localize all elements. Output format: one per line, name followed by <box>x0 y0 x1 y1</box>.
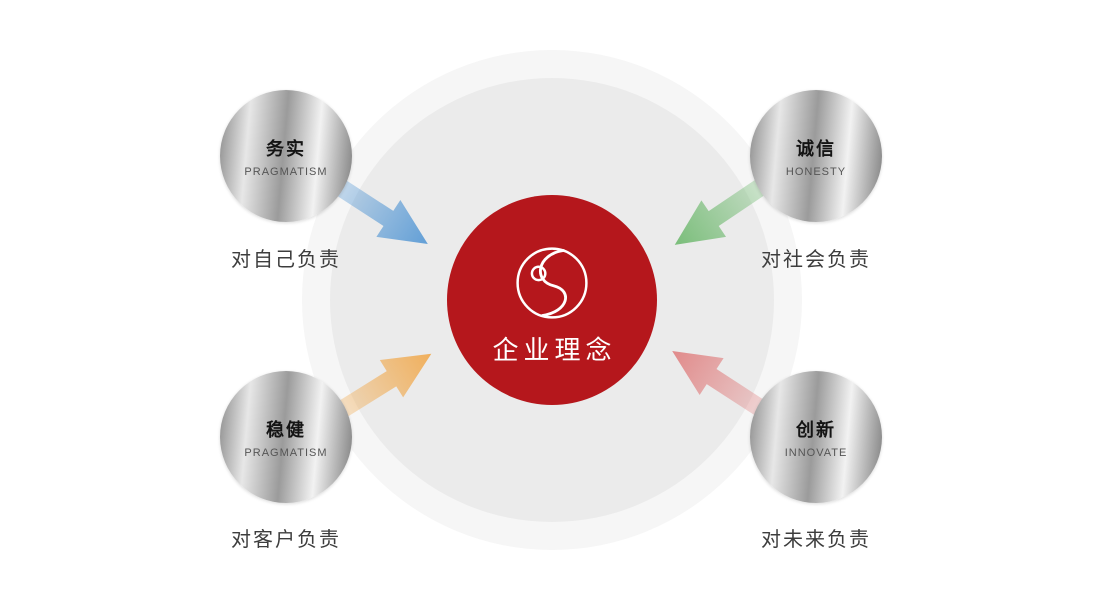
node-title-en: PRAGMATISM <box>244 165 328 178</box>
node-label-bottom-left: 对客户负责 <box>231 529 341 551</box>
center-title: 企业理念 <box>492 334 617 365</box>
node-circle-bottom-right: 创新 INNOVATE <box>750 371 882 503</box>
node-title-cn: 务实 <box>266 138 306 159</box>
node-title-cn: 稳健 <box>266 419 306 440</box>
node-circle-top-right: 诚信 HONESTY <box>750 90 882 222</box>
arrow-top-left-icon <box>324 172 428 245</box>
node-circle-top-left: 务实 PRAGMATISM <box>220 90 352 222</box>
arrow-bottom-left-icon <box>327 353 432 424</box>
node-title-en: INNOVATE <box>784 446 848 459</box>
arrow-top-right-icon <box>674 171 777 245</box>
node-label-bottom-right: 对未来负责 <box>761 529 871 551</box>
center-circle: 企业理念 <box>447 195 657 405</box>
node-title-en: PRAGMATISM <box>244 446 328 459</box>
node-title-cn: 创新 <box>796 419 836 440</box>
node-title-cn: 诚信 <box>796 138 836 159</box>
node-label-top-right: 对社会负责 <box>761 249 871 271</box>
node-title-en: HONESTY <box>785 165 847 178</box>
arrow-bottom-right-icon <box>672 350 776 423</box>
node-circle-bottom-left: 稳健 PRAGMATISM <box>220 371 352 503</box>
company-logo-icon <box>516 246 588 319</box>
node-label-top-left: 对自己负责 <box>231 249 341 271</box>
